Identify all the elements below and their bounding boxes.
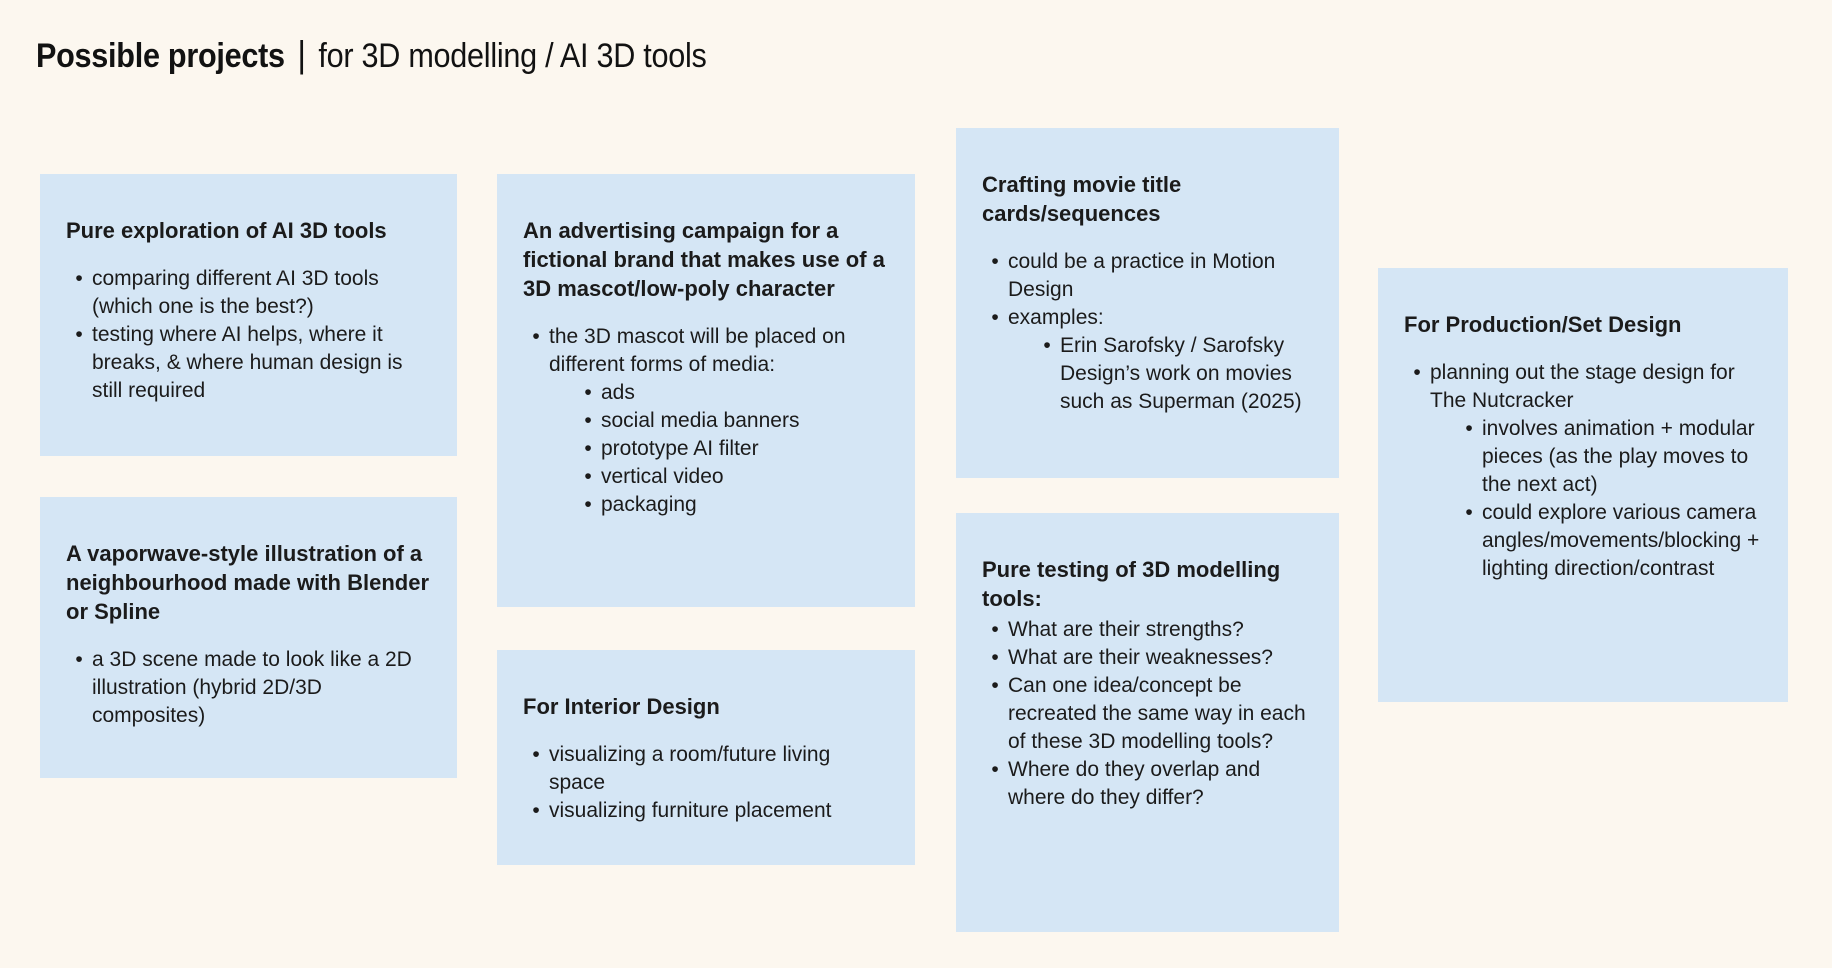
list-item: Erin Sarofsky / Sarofsky Design’s work o…: [1034, 332, 1313, 416]
list-item: Can one idea/concept be recreated the sa…: [982, 672, 1313, 756]
list-item: Where do they overlap and where do they …: [982, 756, 1313, 812]
sub-list: Erin Sarofsky / Sarofsky Design’s work o…: [1008, 332, 1313, 416]
sub-list: involves animation + modular pieces (as …: [1430, 415, 1762, 583]
list-item-text: could be a practice in Motion Design: [1008, 250, 1276, 301]
card-heading: Pure testing of 3D modelling tools:: [982, 557, 1281, 611]
list-item: testing where AI helps, where it breaks,…: [66, 321, 431, 405]
card-advertising-campaign[interactable]: An advertising campaign for a fictional …: [497, 174, 915, 607]
list-item-text: Can one idea/concept be recreated the sa…: [1008, 674, 1306, 753]
list-item: visualizing furniture placement: [523, 797, 889, 825]
card-interior-design[interactable]: For Interior Design visualizing a room/f…: [497, 650, 915, 865]
list-item-text: could explore various camera angles/move…: [1482, 501, 1760, 580]
page-title-primary: Possible projects: [36, 37, 285, 75]
card-list: What are their strengths? What are their…: [982, 616, 1313, 812]
list-item: What are their weaknesses?: [982, 644, 1313, 672]
list-item-text: packaging: [601, 493, 697, 516]
list-item-text: a 3D scene made to look like a 2D illust…: [92, 648, 412, 727]
card-movie-title-cards[interactable]: Crafting movie title cards/sequences cou…: [956, 128, 1339, 478]
list-item-text: What are their strengths?: [1008, 618, 1244, 641]
card-heading: Pure exploration of AI 3D tools: [66, 218, 387, 243]
list-item-text: visualizing a room/future living space: [549, 743, 831, 794]
card-list: visualizing a room/future living space v…: [523, 741, 889, 825]
list-item-text: social media banners: [601, 409, 800, 432]
list-item-text: examples:: [1008, 306, 1104, 329]
card-list: planning out the stage design for The Nu…: [1404, 359, 1762, 583]
list-item: a 3D scene made to look like a 2D illust…: [66, 646, 431, 730]
card-list: could be a practice in Motion Design exa…: [982, 248, 1313, 416]
list-item: prototype AI filter: [575, 435, 889, 463]
card-production-set-design[interactable]: For Production/Set Design planning out t…: [1378, 268, 1788, 702]
list-item: involves animation + modular pieces (as …: [1456, 415, 1762, 499]
list-item: examples: Erin Sarofsky / Sarofsky Desig…: [982, 304, 1313, 416]
list-item-text: prototype AI filter: [601, 437, 759, 460]
list-item-text: What are their weaknesses?: [1008, 646, 1273, 669]
list-item: planning out the stage design for The Nu…: [1404, 359, 1762, 583]
list-item-text: ads: [601, 381, 635, 404]
sub-list: ads social media banners prototype AI fi…: [549, 379, 889, 519]
card-pure-testing-3d-tools[interactable]: Pure testing of 3D modelling tools: What…: [956, 513, 1339, 932]
list-item: comparing different AI 3D tools (which o…: [66, 265, 431, 321]
list-item-text: vertical video: [601, 465, 724, 488]
list-item: could explore various camera angles/move…: [1456, 499, 1762, 583]
list-item: packaging: [575, 491, 889, 519]
card-list: a 3D scene made to look like a 2D illust…: [66, 646, 431, 730]
list-item-text: visualizing furniture placement: [549, 799, 832, 822]
list-item-text: testing where AI helps, where it breaks,…: [92, 323, 403, 402]
list-item-text: the 3D mascot will be placed on differen…: [549, 325, 846, 376]
list-item-text: planning out the stage design for The Nu…: [1430, 361, 1735, 412]
card-heading: For Production/Set Design: [1404, 312, 1682, 337]
card-heading: Crafting movie title cards/sequences: [982, 172, 1182, 226]
list-item-text: comparing different AI 3D tools (which o…: [92, 267, 379, 318]
list-item-text: involves animation + modular pieces (as …: [1482, 417, 1755, 496]
list-item: the 3D mascot will be placed on differen…: [523, 323, 889, 519]
list-item-text: Where do they overlap and where do they …: [1008, 758, 1261, 809]
list-item: ads: [575, 379, 889, 407]
card-list: the 3D mascot will be placed on differen…: [523, 323, 889, 519]
card-heading: A vaporwave-style illustration of a neig…: [66, 541, 429, 624]
page-title-subtitle: for 3D modelling / AI 3D tools: [318, 37, 707, 75]
list-item: visualizing a room/future living space: [523, 741, 889, 797]
card-heading: For Interior Design: [523, 694, 720, 719]
list-item: could be a practice in Motion Design: [982, 248, 1313, 304]
list-item: vertical video: [575, 463, 889, 491]
list-item: What are their strengths?: [982, 616, 1313, 644]
card-list: comparing different AI 3D tools (which o…: [66, 265, 431, 405]
list-item-text: Erin Sarofsky / Sarofsky Design’s work o…: [1060, 334, 1302, 413]
card-heading: An advertising campaign for a fictional …: [523, 218, 885, 301]
title-separator: |: [297, 34, 306, 75]
card-pure-exploration-ai-3d-tools[interactable]: Pure exploration of AI 3D tools comparin…: [40, 174, 457, 456]
card-vaporwave-illustration[interactable]: A vaporwave-style illustration of a neig…: [40, 497, 457, 778]
list-item: social media banners: [575, 407, 889, 435]
page-title: Possible projects | for 3D modelling / A…: [36, 33, 707, 78]
